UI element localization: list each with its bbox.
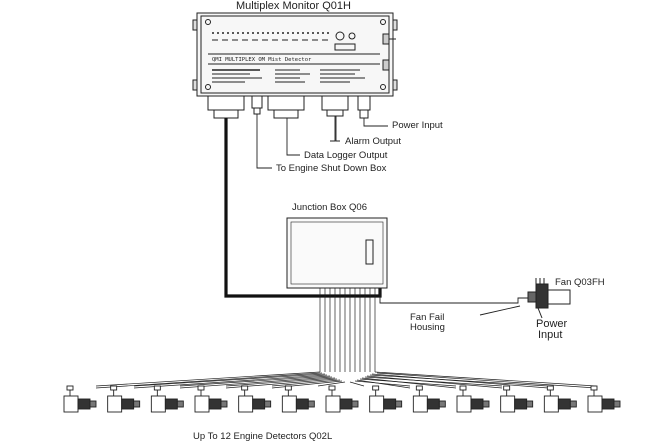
engine-detector [325,385,359,413]
fan-power-label-line2: Input [538,329,563,341]
data-logger-output-label: Data Logger Output [304,150,388,161]
engine-detector [456,385,490,413]
engine-detector [500,385,534,413]
alarm-output-label: Alarm Output [345,136,401,147]
engine-shutdown-label: To Engine Shut Down Box [276,163,387,174]
junction-box [286,217,388,289]
engine-detector [107,385,141,413]
diagram-title: Multiplex Monitor Q01H [236,0,351,12]
engine-detector [543,385,577,413]
junction-box-label: Junction Box Q06 [292,202,367,213]
fan-fail-label-line1: Fan Fail [410,312,445,323]
fan-fail-line [379,288,530,316]
multiplex-monitor [192,12,398,97]
fan-label: Fan Q03FH [555,277,605,288]
fan-power-label-line1: Power [536,318,568,330]
engine-detector [369,385,403,413]
cable-glands [207,95,371,119]
engine-detector [150,385,184,413]
engine-detector [238,385,272,413]
engine-detector [281,385,315,413]
fan-fail-label-line2: Housing [410,322,445,333]
detectors-label: Up To 12 Engine Detectors Q02L [193,431,333,442]
engine-detector [194,385,228,413]
monitor-panel-text: QMI MULTIPLEX OM Mist Detector [212,57,312,63]
engine-detector [63,385,97,413]
engine-detector [412,385,446,413]
power-input-label: Power Input [392,120,443,131]
detector-wire-bundle [95,288,597,389]
engine-detectors-row [63,385,621,413]
leader-lines [256,114,388,169]
engine-detector [587,385,621,413]
fan-unit [527,278,571,319]
